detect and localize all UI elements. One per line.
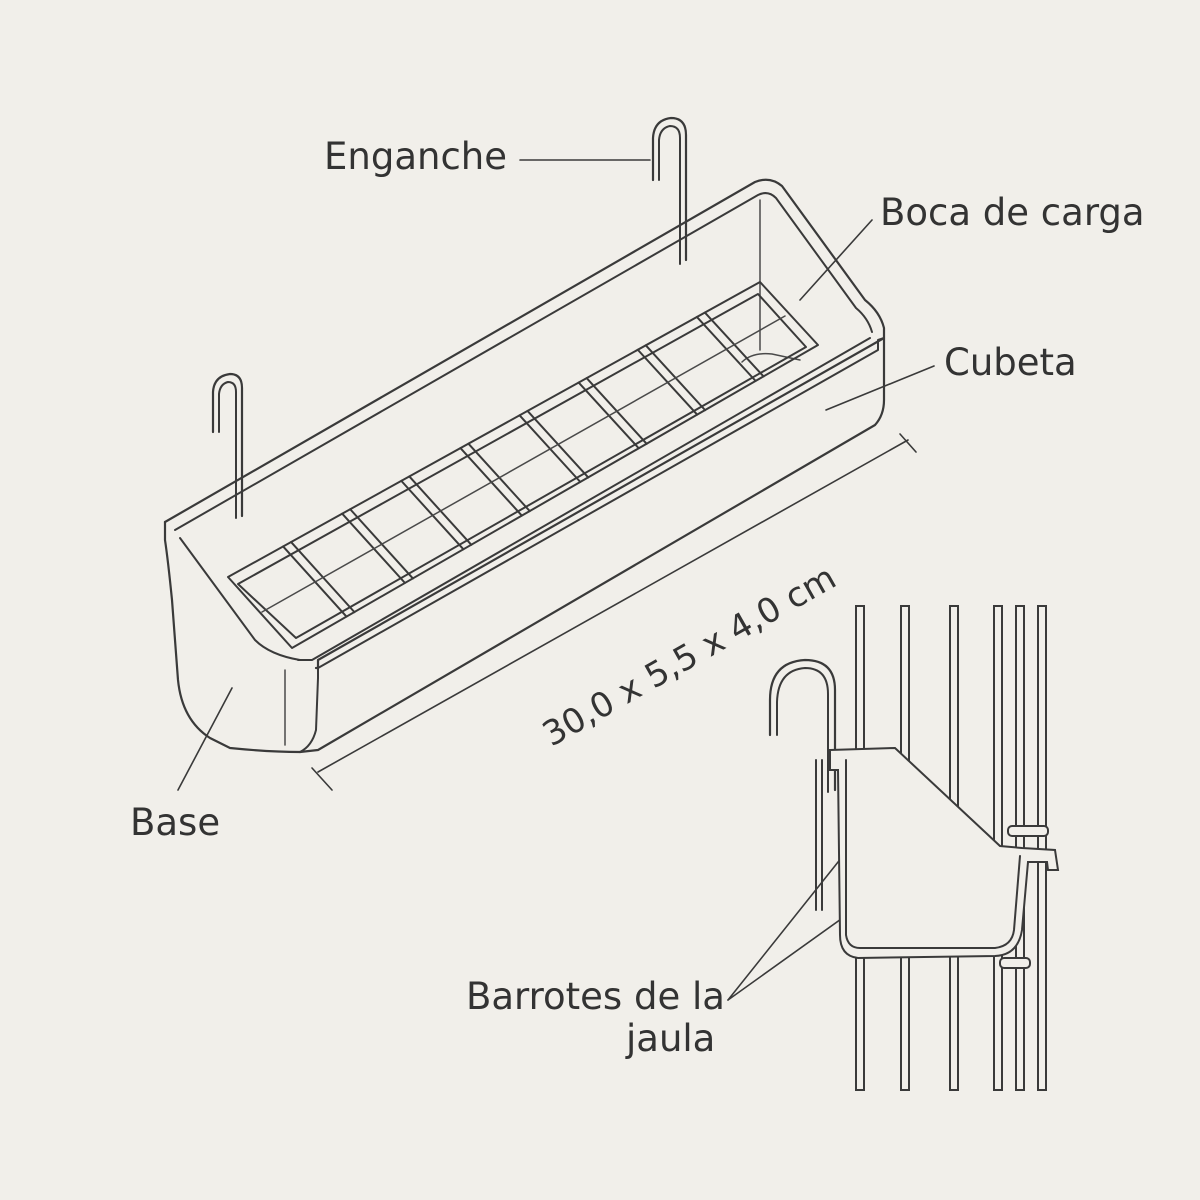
side-feeder xyxy=(768,658,1060,969)
side-cup-inner xyxy=(845,759,1021,949)
side-hook-tail xyxy=(815,759,823,911)
feeder-inner-floor-right xyxy=(741,352,801,363)
side-hook-inner xyxy=(776,667,829,793)
feeder-left-slope xyxy=(179,537,301,661)
grid-frame-inner xyxy=(237,293,807,639)
main-feeder xyxy=(163,116,886,754)
label-barrotes-line1: Barrotes de la xyxy=(466,975,725,1018)
leader-cubeta xyxy=(825,365,935,411)
leader-boca xyxy=(799,219,873,301)
leader-base xyxy=(177,687,233,791)
label-base: Base xyxy=(130,801,221,844)
feeder-front-lip xyxy=(317,337,885,679)
feeder-front-lip-inner xyxy=(297,337,871,661)
side-hook xyxy=(768,658,837,792)
grid-frame xyxy=(227,281,819,649)
side-cup xyxy=(829,746,1060,960)
grid-center-line xyxy=(261,315,786,613)
feeder-rim-outer xyxy=(163,178,886,670)
feeder-bottom xyxy=(298,336,886,754)
label-cubeta: Cubeta xyxy=(944,341,1077,384)
feeder-rim-inner xyxy=(174,192,873,531)
right-hook xyxy=(651,116,688,262)
right-hook-inner xyxy=(658,125,681,265)
label-barrotes-line2: jaula xyxy=(626,1017,716,1060)
left-hook-inner xyxy=(218,381,237,519)
feeder-front-bottom-edge xyxy=(299,677,319,753)
dimension-line xyxy=(311,433,917,791)
left-hook xyxy=(211,372,244,518)
feeder-left-end xyxy=(163,520,302,754)
label-enganche: Enganche xyxy=(324,135,507,178)
label-boca-de-carga: Boca de carga xyxy=(880,191,1145,234)
